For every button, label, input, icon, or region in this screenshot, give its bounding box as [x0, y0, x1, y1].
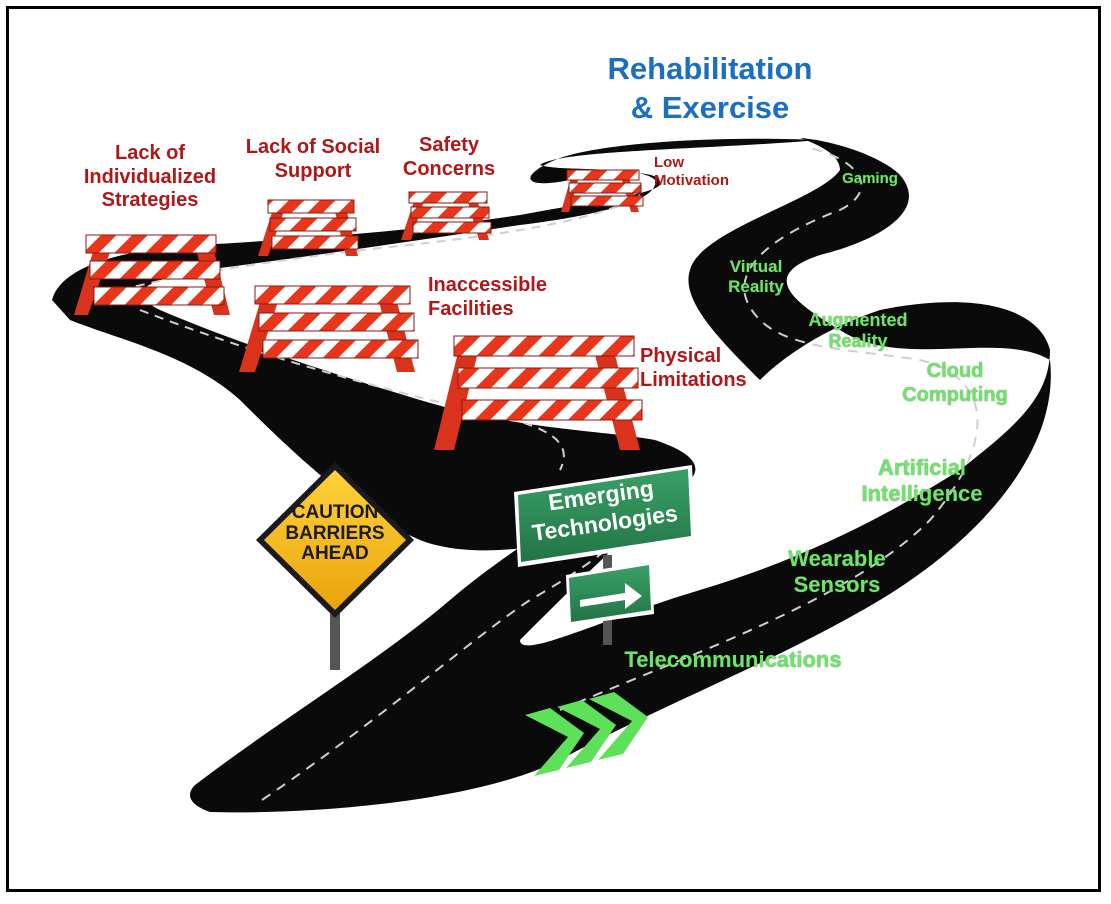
barricade-inaccessible: [239, 285, 419, 372]
barricade-social: [258, 199, 359, 256]
main-road: [190, 138, 1051, 813]
tech-label-wearable-sensors: Wearable Sensors: [788, 546, 886, 597]
barrier-label-inaccessible: Inaccessible Facilities: [428, 274, 547, 320]
tech-label-cloud-computing: Cloud Computing: [902, 360, 1008, 406]
caution-sign-text: CAUTION BARRIERS AHEAD: [285, 502, 385, 565]
caution-sign: [256, 462, 414, 670]
barricade-individualized: [74, 234, 230, 315]
dashed-line-upper: [89, 194, 641, 301]
tech-label-ai: Artificial Intelligence: [861, 455, 983, 506]
tech-label-gaming: Gaming: [842, 170, 898, 187]
barricade-motivation: [561, 169, 644, 212]
barrier-label-safety: Safety Concerns: [402, 134, 496, 180]
dashed-line-middle: [139, 309, 565, 471]
tech-label-telecommunications: Telecommunications: [624, 647, 842, 672]
dashed-line-right: [559, 147, 979, 711]
barrier-label-physical: Physical Limitations: [640, 345, 747, 391]
barricade-physical: [434, 335, 643, 450]
barricade-safety: [401, 191, 492, 240]
chevron-arrows-icon: [525, 692, 648, 776]
tech-label-augmented-reality: Augmented Reality: [808, 310, 908, 352]
diagram-title: Rehabilitation & Exercise: [607, 51, 813, 125]
emerging-sign: [514, 465, 695, 645]
barrier-label-individualized: Lack of Individualized Strategies: [83, 142, 217, 212]
barrier-label-motivation: Low Motivation: [654, 154, 729, 189]
barrier-label-social-support: Lack of Social Support: [245, 136, 381, 182]
tech-label-virtual-reality: Virtual Reality: [728, 257, 784, 297]
arrow-right-icon: [580, 583, 642, 609]
